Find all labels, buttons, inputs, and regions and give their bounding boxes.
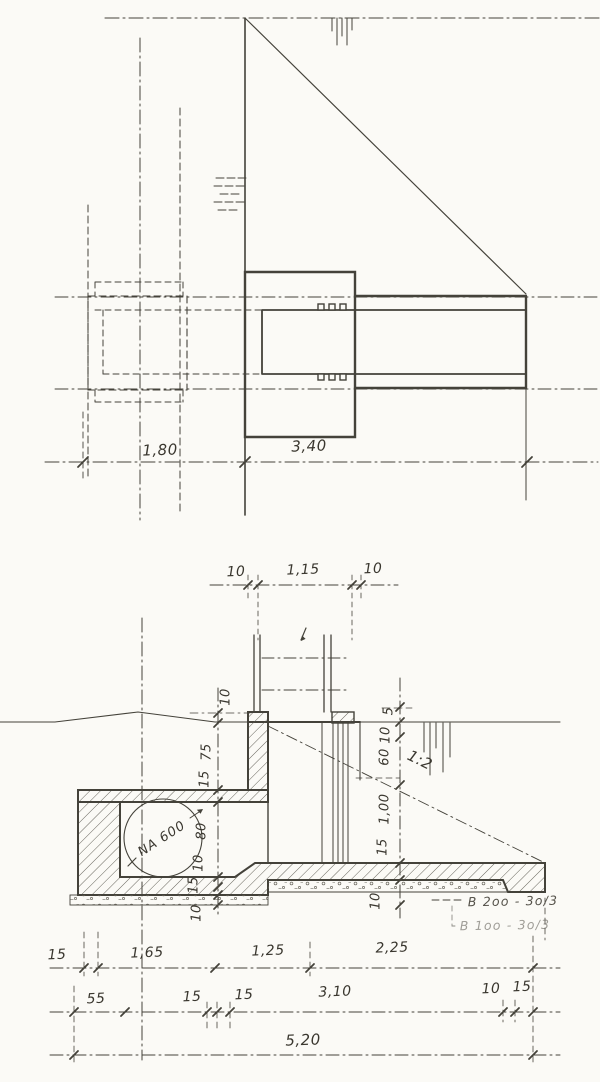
row2-55: 55 [86, 990, 106, 1008]
plan-joint-teeth [317, 303, 347, 381]
pipe-opening-circle [123, 798, 203, 878]
right-chain-100: 1,00 [377, 793, 393, 825]
row1-165: 1,65 [130, 944, 164, 962]
plan-dim-340: 3,40 [290, 436, 328, 456]
lean-concrete-right [267, 879, 509, 893]
right-collar [331, 711, 355, 724]
terrain-grass-marks [423, 722, 451, 776]
left-chain-10b: 10 [191, 854, 207, 872]
left-chain-ticks [213, 708, 223, 910]
right-chain-10b: 10 [368, 892, 384, 910]
section-top-dim-left: 10 [226, 563, 246, 581]
concrete-note-2: B 1oo - 3o/3 [459, 916, 551, 934]
plan-pipe-inner-edges [261, 309, 527, 375]
plan-hidden-chamber-outline [87, 295, 188, 391]
right-chain-10a: 10 [378, 726, 394, 744]
plan-dim-180: 1,80 [141, 440, 179, 460]
row3-520: 5,20 [284, 1030, 322, 1050]
flow-arrow-head [301, 635, 306, 641]
lean-concrete-left [69, 894, 269, 906]
left-chain-10a: 10 [218, 688, 234, 706]
plan-hidden-chamber-lips [94, 281, 184, 403]
riser-walls [253, 634, 332, 713]
row2-310: 3,10 [318, 983, 352, 1001]
pipe-label-tick [127, 857, 137, 867]
plan-view [44, 17, 600, 521]
row1-225: 2,25 [375, 939, 409, 957]
section-view [0, 574, 561, 1067]
riser-hidden-lines [261, 657, 349, 691]
left-chain-10c: 10 [189, 904, 205, 922]
right-chain-5: 5 [381, 706, 397, 716]
right-chain-60: 60 [377, 748, 393, 766]
plan-hidden-pipe-edges [94, 309, 263, 375]
slope-line-1-2 [267, 725, 546, 864]
row2-15b: 15 [234, 986, 254, 1004]
concrete-note-1: B 2oo - 3o/3 [467, 892, 559, 910]
note2-leader [451, 905, 458, 927]
dim-extension-lines [73, 897, 546, 1067]
left-chain-75: 75 [199, 743, 215, 761]
plan-dim-ticks [77, 456, 533, 468]
section-top-dim-extensions [247, 574, 362, 641]
left-chain-15a: 15 [197, 770, 213, 788]
right-chain-15: 15 [375, 838, 391, 856]
pile-cluster-lines [321, 721, 349, 864]
terrain-line [0, 711, 561, 723]
plan-pipe-outer-edges [353, 294, 528, 390]
dim-row3-ticks [69, 1050, 538, 1060]
row2-15c: 15 [512, 978, 532, 996]
row2-10: 10 [481, 980, 501, 998]
row1-125: 1,25 [251, 942, 285, 960]
plan-headwall-outline [243, 270, 357, 439]
pipe-label-leader-head [196, 809, 203, 814]
plan-wing-wall-slope [244, 17, 527, 295]
plan-ground-hatch-marks [331, 17, 353, 46]
right-wall [247, 711, 269, 791]
section-top-dim-mid: 1,15 [286, 561, 320, 579]
right-chain-ticks [395, 702, 405, 910]
section-top-dim-right: 10 [363, 560, 383, 578]
left-chain-15b: 15 [186, 876, 202, 894]
row1-15: 15 [47, 946, 67, 964]
plan-ledger-marks [213, 177, 247, 211]
left-chain-80: 80 [194, 822, 210, 840]
row2-15a: 15 [182, 988, 202, 1006]
